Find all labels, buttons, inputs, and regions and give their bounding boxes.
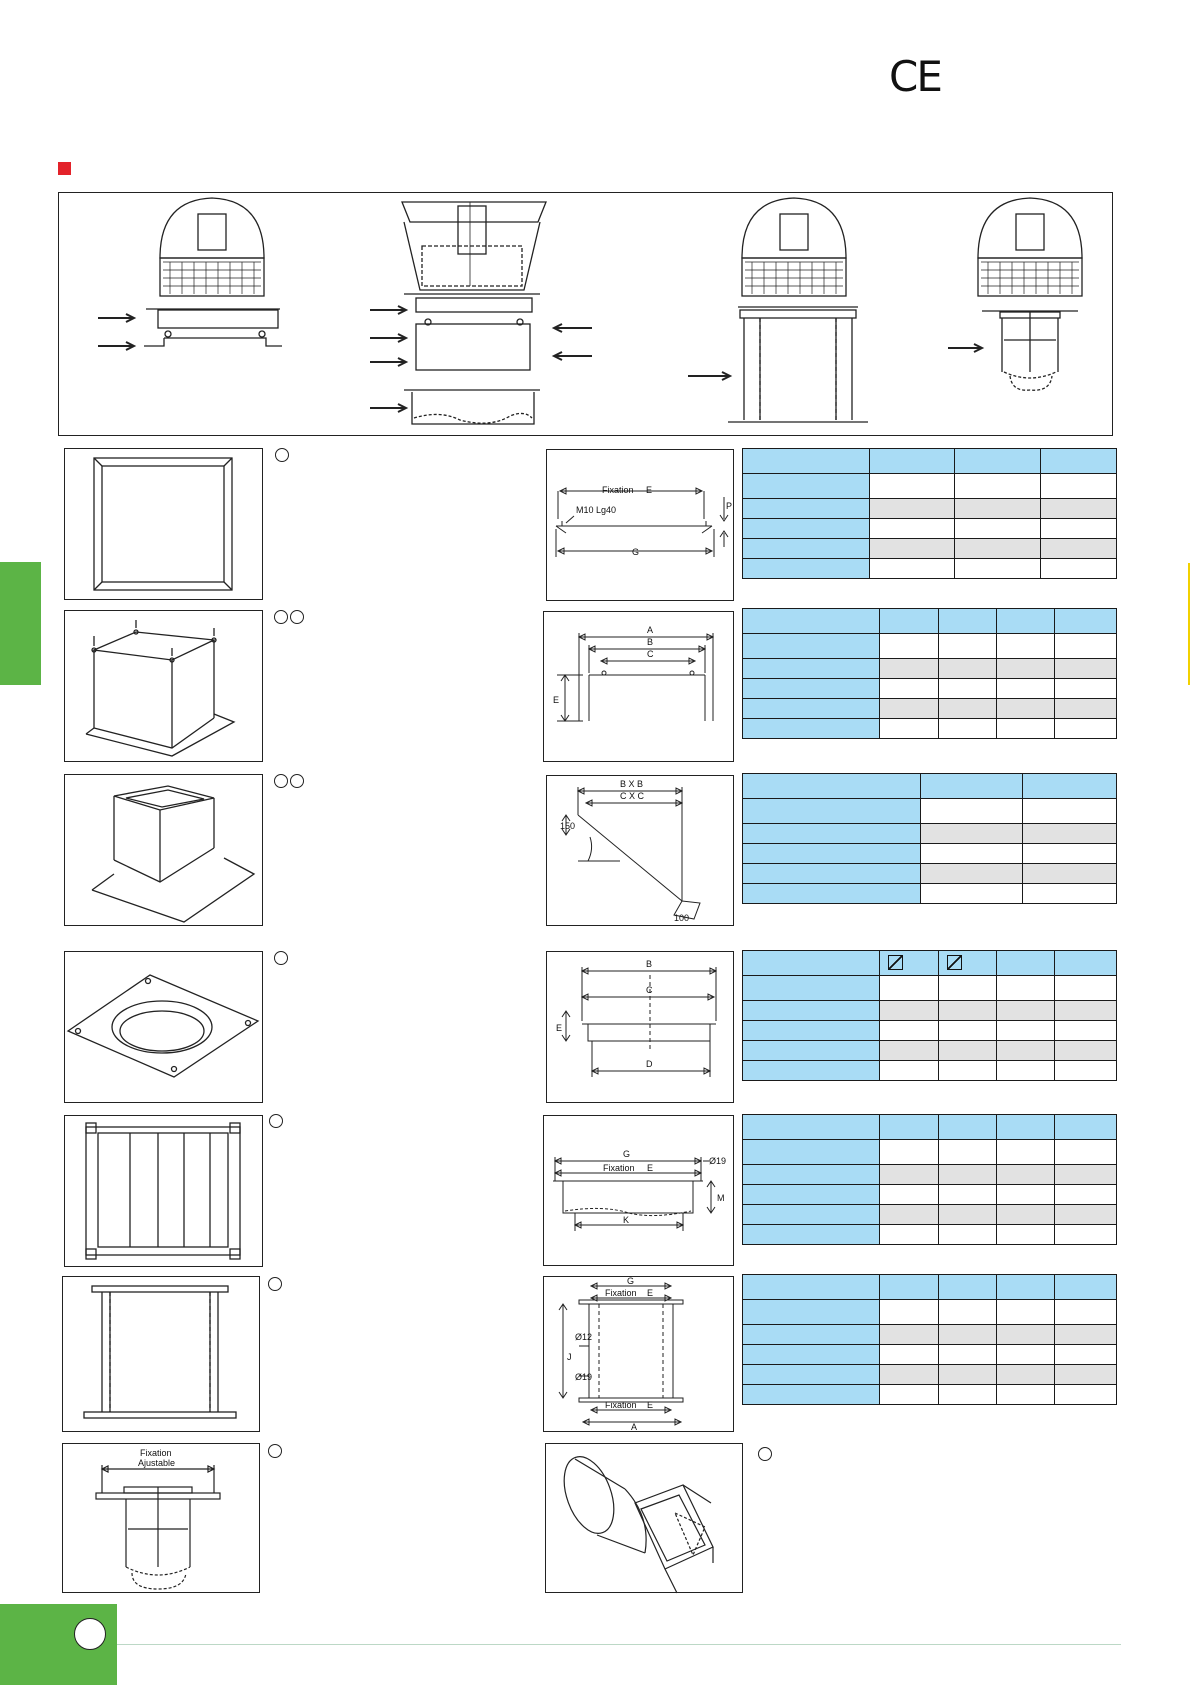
accessory-code-marker-3a <box>274 774 288 788</box>
accessory-code-marker-8 <box>758 1447 772 1461</box>
accessory-photo-6 <box>62 1276 260 1432</box>
overview-illustrations <box>98 197 1083 425</box>
fixation-label: Fixation <box>140 1448 172 1458</box>
dimension-drawing-3 <box>546 775 734 926</box>
accessory-photo-1 <box>64 448 263 600</box>
diameter-symbol-icon <box>947 955 962 971</box>
dim-c-label: C <box>647 649 654 659</box>
accessory-code-marker-5 <box>269 1114 283 1128</box>
spec-table-3 <box>742 773 1117 904</box>
dim-e-label: E <box>556 1023 562 1033</box>
accessory-code-marker-2a <box>274 610 288 624</box>
dim-e-bottom-label: E <box>647 1400 653 1410</box>
roof-fan-drawing-4 <box>948 197 1083 391</box>
spec-table-1 <box>742 448 1117 579</box>
ce-mark: CE <box>889 52 943 101</box>
accessory-photo-4 <box>64 951 263 1103</box>
accessory-code-marker-3b <box>290 774 304 788</box>
spec-table-5 <box>742 1114 1117 1245</box>
support-frame-illustration <box>83 1285 237 1419</box>
adjustable-mount-illustration: Fixation Ajustable <box>95 1448 221 1590</box>
sloped-curb-illustration <box>91 785 256 923</box>
base-plate-illustration <box>66 974 260 1078</box>
accessory-photo-3 <box>64 774 263 926</box>
dim-b-label: B <box>646 959 652 969</box>
side-tab-edge <box>1188 563 1190 685</box>
dimension-drawing-6 <box>543 1276 734 1432</box>
dim-k-label: K <box>623 1215 629 1225</box>
dim-e-label: E <box>647 1163 653 1173</box>
dimension-drawing-5 <box>543 1115 734 1266</box>
mounting-overview <box>58 192 1113 436</box>
dim-e-label: E <box>553 695 559 705</box>
inclined-adapter-illustration <box>563 1456 714 1594</box>
dimension-drawing-1 <box>546 449 734 601</box>
adjustable-label: Ajustable <box>138 1458 175 1468</box>
accessory-photo-5 <box>64 1115 263 1267</box>
dim-m-label: M <box>717 1193 725 1203</box>
footer-rule <box>117 1644 1121 1645</box>
diameter-symbol-icon <box>888 955 903 971</box>
spec-table-4 <box>742 950 1117 1081</box>
accessory-photo-8 <box>545 1443 743 1593</box>
side-tab <box>0 562 41 685</box>
section-marker <box>58 162 71 175</box>
spec-table-6 <box>742 1274 1117 1405</box>
roof-fan-drawing-2 <box>370 201 592 425</box>
page-number-badge <box>74 1618 106 1650</box>
roof-fan-drawing-3 <box>688 197 868 423</box>
dimension-drawing-4-lines: B C D E <box>556 959 718 1077</box>
dim-19-label: Ø19 <box>709 1156 726 1166</box>
dim-150-label: 150 <box>560 821 575 831</box>
shutter-illustration <box>85 1122 241 1260</box>
dim-d-label: D <box>646 1059 653 1069</box>
dim-g-label: G <box>632 547 639 557</box>
dim-p-label: P <box>726 501 732 511</box>
fixation-label: Fixation <box>602 485 634 495</box>
dimension-drawing-1-lines: Fixation E M10 Lg40 G P <box>555 485 732 557</box>
roof-fan-drawing-1 <box>98 197 282 351</box>
dim-e-top-label: E <box>647 1288 653 1298</box>
dim-g-label: G <box>627 1276 634 1286</box>
dim-c-label: C <box>646 985 653 995</box>
accessory-code-marker-7 <box>268 1444 282 1458</box>
roof-curb-illustration <box>85 620 236 757</box>
roof-frame-illustration <box>93 457 233 591</box>
dimension-drawing-2 <box>543 611 734 762</box>
spec-table-2 <box>742 608 1117 739</box>
dim-g-label: G <box>623 1149 630 1159</box>
fixation-top-label: Fixation <box>605 1288 637 1298</box>
fixation-label: Fixation <box>603 1163 635 1173</box>
dim-bxb-label: B X B <box>620 779 643 789</box>
fixation-bottom-label: Fixation <box>605 1400 637 1410</box>
dimension-drawing-6-lines: G Fixation E Ø12 Ø19 J Fixation E A <box>558 1276 684 1432</box>
accessory-code-marker-6 <box>268 1277 282 1291</box>
accessory-code-marker-4 <box>274 951 288 965</box>
dim-j-label: J <box>567 1352 572 1362</box>
bolt-label: M10 Lg40 <box>576 505 616 515</box>
dim-19-label: Ø19 <box>575 1372 592 1382</box>
dimension-drawing-3-lines: B X B C X C 150 100 <box>560 779 701 923</box>
dim-12-label: Ø12 <box>575 1332 592 1342</box>
dim-cxc-label: C X C <box>620 791 645 801</box>
dim-e-label: E <box>646 485 652 495</box>
dim-b-label: B <box>647 637 653 647</box>
accessory-photo-7 <box>62 1443 260 1593</box>
dimension-drawing-2-lines: A B C E <box>553 625 715 722</box>
dim-100-label: 100 <box>674 913 689 923</box>
accessory-code-marker-1 <box>275 448 289 462</box>
dim-a-label: A <box>647 625 653 635</box>
dimension-drawing-5-lines: G Fixation E Ø19 K M <box>553 1149 726 1231</box>
dimension-drawing-4 <box>546 951 734 1103</box>
accessory-code-marker-2b <box>290 610 304 624</box>
dim-a-label: A <box>631 1422 637 1432</box>
